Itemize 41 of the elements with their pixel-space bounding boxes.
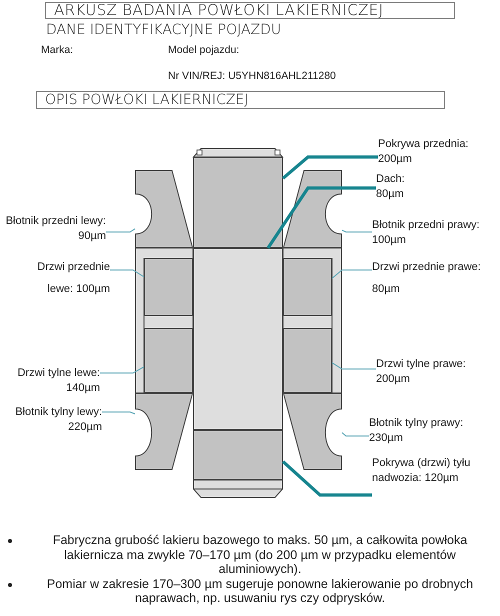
leader-line: [266, 186, 376, 249]
door-panel: [144, 258, 193, 316]
note-text: Pomiar w zakresie 170–300 µm sugeruje ponowne lakierowanie po drobnych naprawach, np. usuwaniu rys czy odprysków.: [46, 576, 474, 606]
thickness-label: Błotnik tylny lewy: 220µm: [2, 405, 102, 435]
note-text: Fabryczna grubość lakieru bazowego to maks. 50 µm, a całkowita powłoka lakiernicza ma zwykle 70–170 µm (do 200 µm w przypadku elementów aluminiowych).: [52, 533, 468, 576]
title-banner: ARKUSZ BADANIA POWŁOKI LAKIERNICZEJ: [45, 2, 455, 19]
section-banner: OPIS POWŁOKI LAKIERNICZEJ: [36, 91, 445, 109]
door-panel: [144, 328, 193, 393]
thickness-label: Błotnik tylny prawy: 230µm: [369, 416, 495, 446]
door-panel: [283, 258, 332, 316]
thickness-label: Drzwi przednie prawe: 80µm: [372, 256, 498, 300]
thickness-label: Drzwi przednie lewe: 100µm: [16, 256, 110, 300]
section-heading: DANE IDENTYFIKACYJNE POJAZDU: [46, 22, 282, 38]
fender-panel: [135, 393, 193, 470]
field-label: Marka:: [41, 43, 74, 58]
thickness-label: Błotnik przedni prawy: 100µm: [372, 218, 498, 248]
field-label: Model pojazdu:: [168, 43, 240, 58]
leader-line: [332, 362, 376, 370]
thickness-label: Błotnik przedni lewy: 90µm: [0, 214, 106, 244]
leader-line: [282, 155, 378, 180]
thickness-label: Drzwi tylne lewe: 140µm: [2, 366, 100, 396]
leader-line: [106, 228, 136, 232]
fender-panel: [283, 393, 342, 470]
front-hood-panel: [193, 157, 283, 248]
thickness-label: Dach: 80µm: [376, 172, 416, 202]
roof-panel: [193, 248, 283, 430]
leader-line: [110, 270, 144, 278]
rear-hatch-panel: [193, 430, 283, 480]
leader-line: [342, 432, 370, 436]
door-panel: [283, 328, 332, 393]
thickness-label: Pokrywa przednia: 200µm: [378, 137, 490, 167]
thickness-label: Pokrywa (drzwi) tyłu nadwozia: 120µm: [372, 456, 488, 486]
leader-line: [342, 230, 372, 232]
fender-panel: [135, 170, 193, 248]
leader-line: [332, 270, 372, 279]
fender-panel: [283, 170, 342, 248]
leader-line: [100, 366, 144, 374]
thickness-label: Drzwi tylne prawe: 200µm: [376, 357, 488, 387]
leader-line: [282, 460, 372, 497]
vin-text: Nr VIN/REJ: U5YHN816AHL211280: [168, 69, 336, 84]
leader-line: [102, 412, 136, 414]
